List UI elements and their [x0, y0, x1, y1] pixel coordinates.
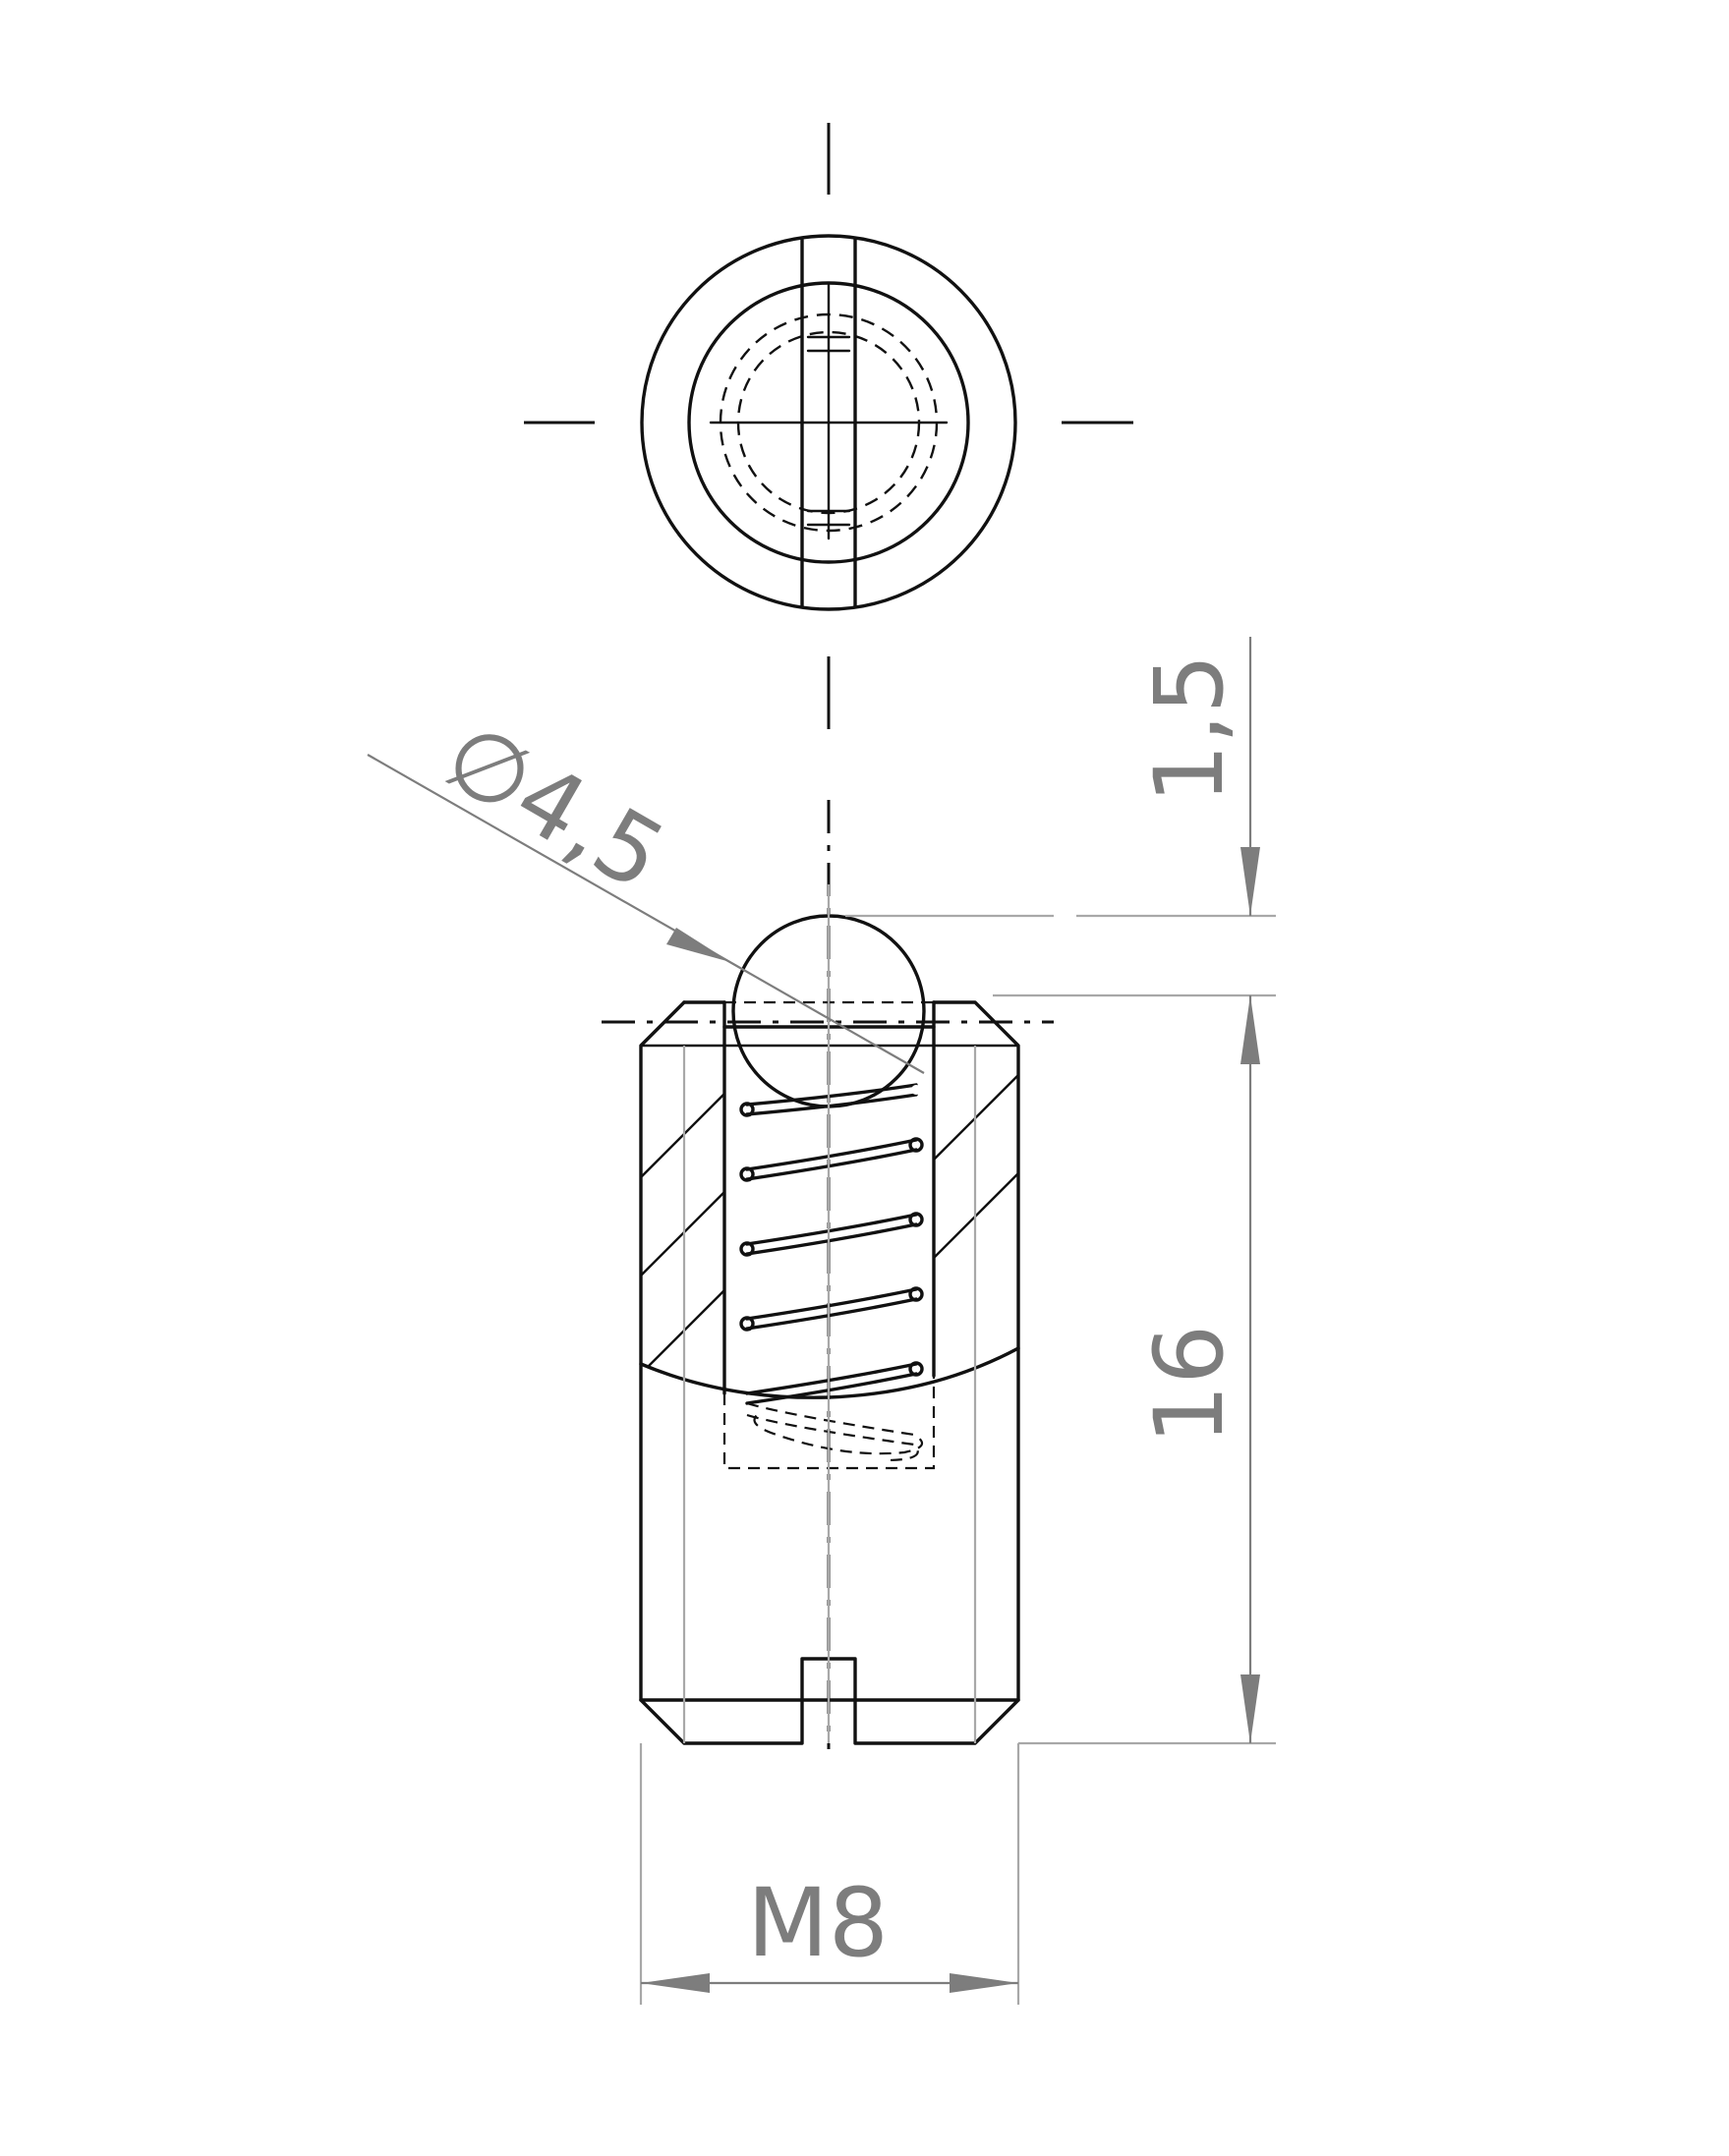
dim-length-label: 16: [1134, 1325, 1244, 1445]
dim-length-arrow-bottom: [1240, 1674, 1260, 1743]
dim-thread-label: M8: [747, 1868, 889, 1978]
dim-ball-label: ∅4,5: [427, 701, 683, 912]
dim-thread-arrow-right: [950, 1973, 1018, 1993]
dim-ball-arrow: [666, 928, 730, 962]
inner-chamfer-circle: [687, 281, 970, 564]
dim-length-arrow-top: [1240, 995, 1260, 1064]
spring: [739, 1083, 924, 1462]
section-hatching-right: [934, 1002, 1018, 1309]
top-view: [524, 123, 1133, 729]
dim-protrusion-arrow: [1240, 847, 1260, 916]
dim-ball-leader: [367, 754, 925, 1074]
dim-thread-arrow-left: [641, 1973, 710, 1993]
dim-protrusion-label: 1,5: [1134, 653, 1244, 804]
dimensions: 1,5 16 M8 ∅4,5: [367, 637, 1276, 2005]
front-view: [602, 800, 1054, 1749]
section-hatching-left: [641, 1002, 724, 1388]
outer-thread-circle: [640, 234, 1017, 611]
